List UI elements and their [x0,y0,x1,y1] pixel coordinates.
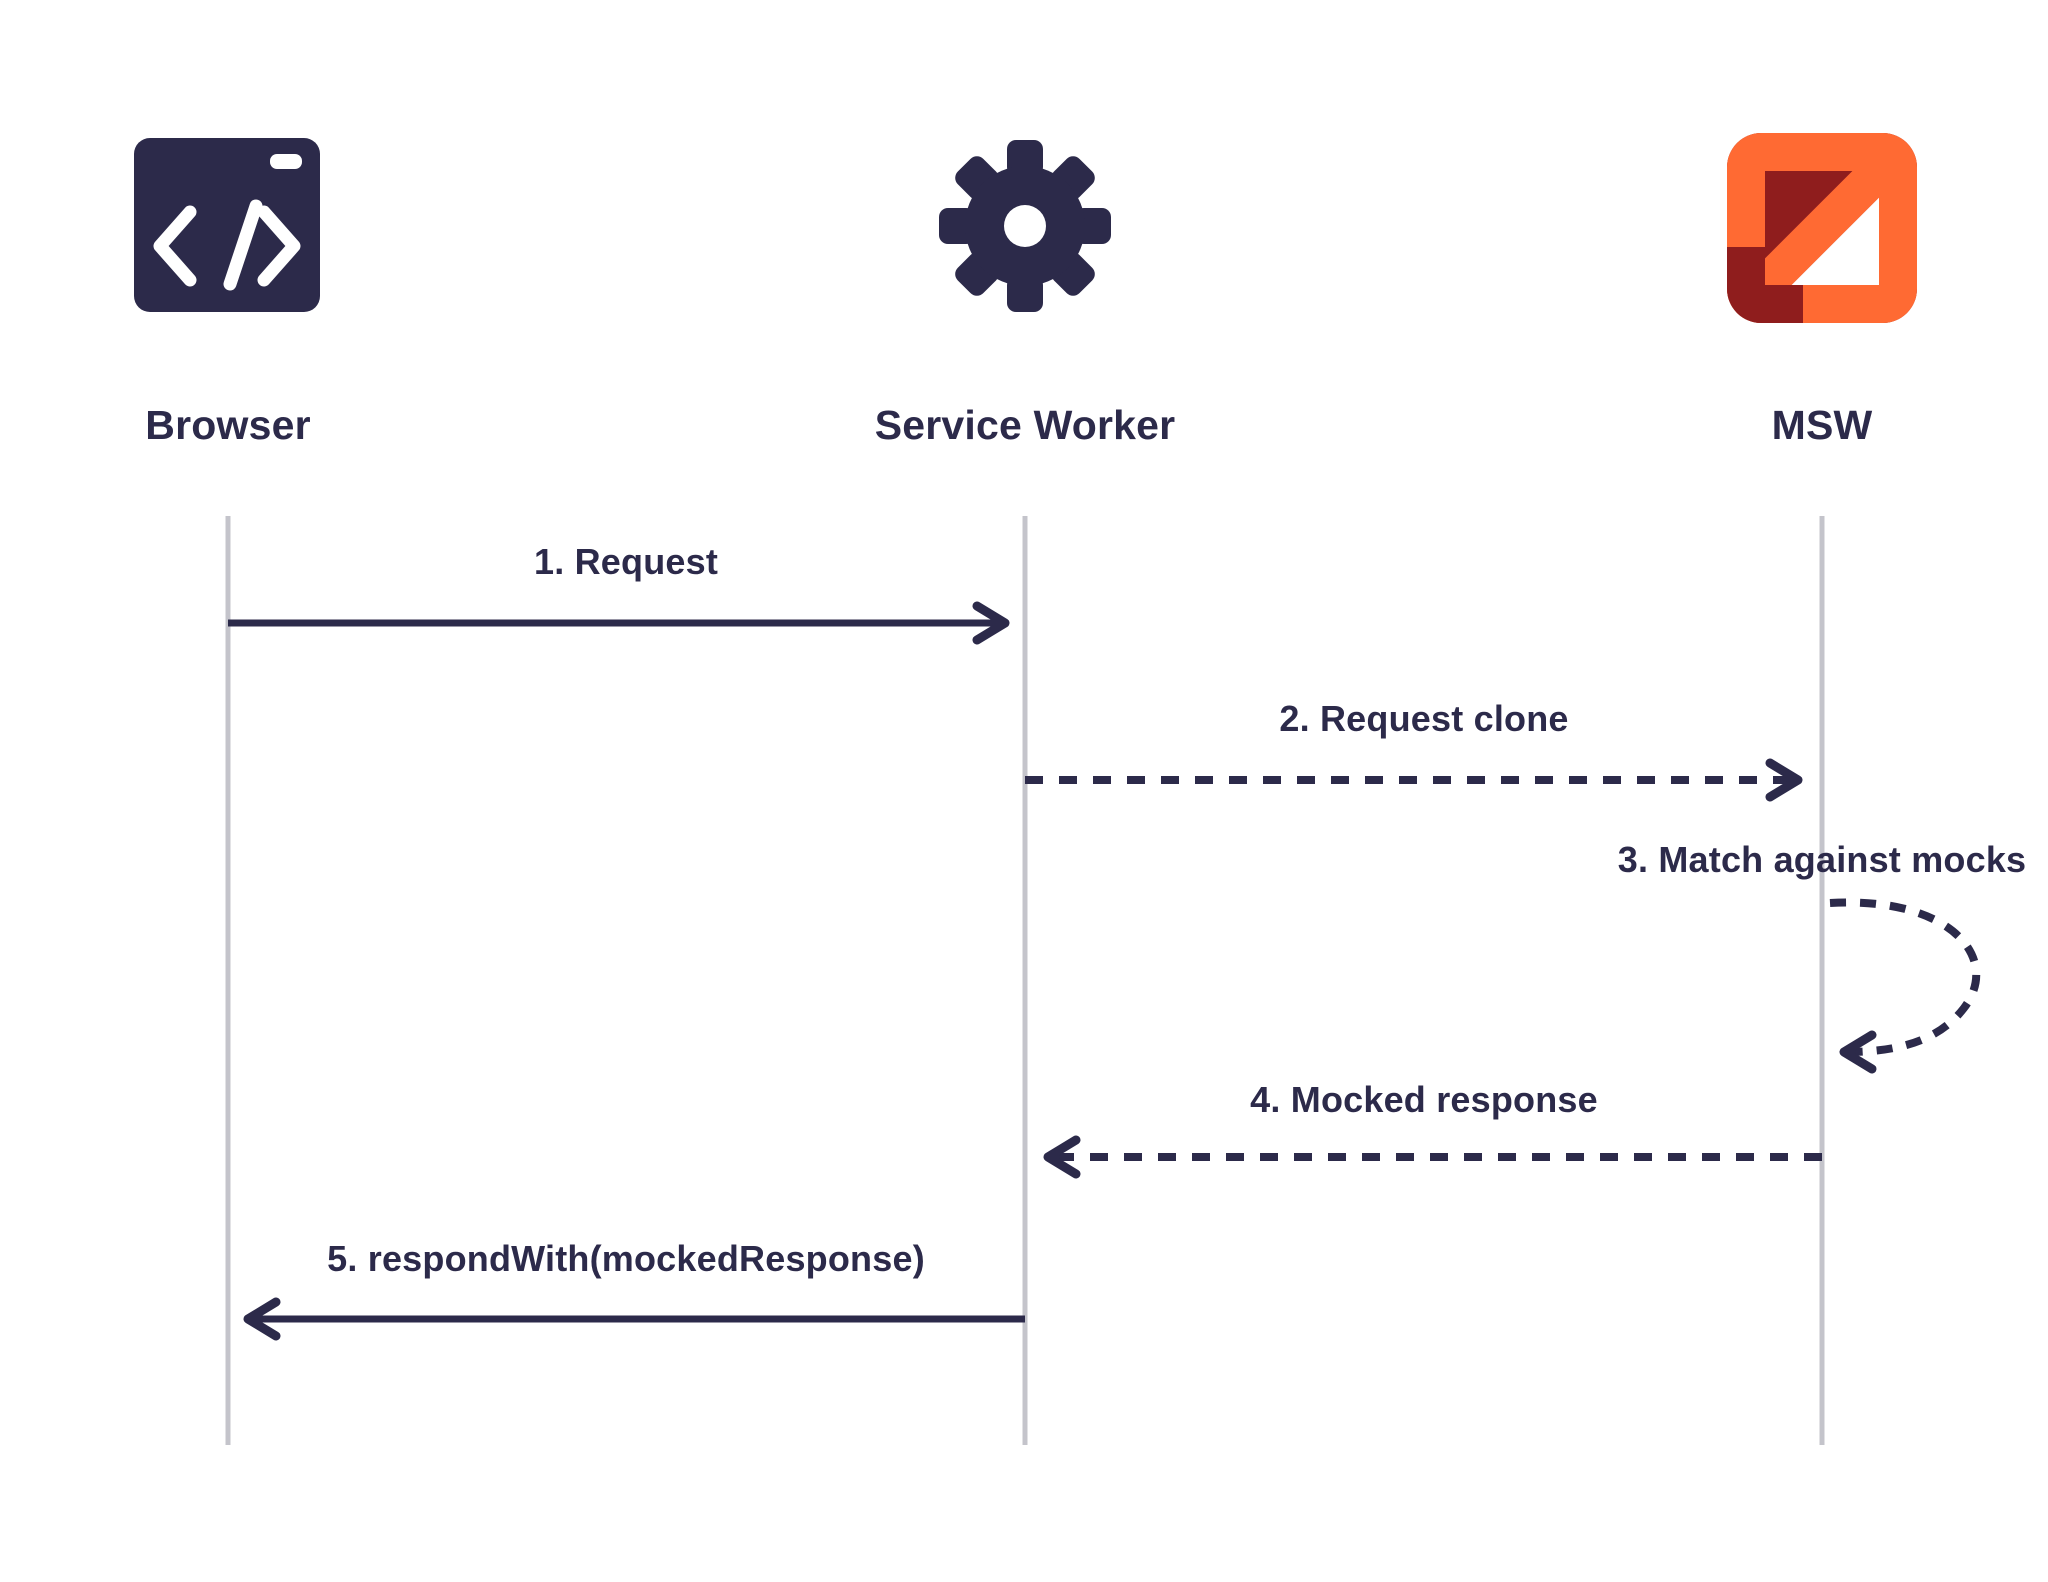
message-label-5: 5. respondWith(mockedResponse) [327,1238,925,1279]
msw-logo-icon [1727,133,1917,323]
message-label-3: 3. Match against mocks [1617,839,2027,880]
actor-label-msw: MSW [1771,402,1873,448]
self-loop-arrow [1829,898,1981,1074]
code-window-icon [134,138,320,312]
message-label-4: 4. Mocked response [1250,1079,1598,1120]
actor-label-service-worker: Service Worker [874,402,1176,448]
gear-icon [939,140,1111,312]
actor-label-browser: Browser [145,402,311,448]
message-label-1: 1. Request [533,541,719,582]
message-label-2: 2. Request clone [1279,698,1569,739]
